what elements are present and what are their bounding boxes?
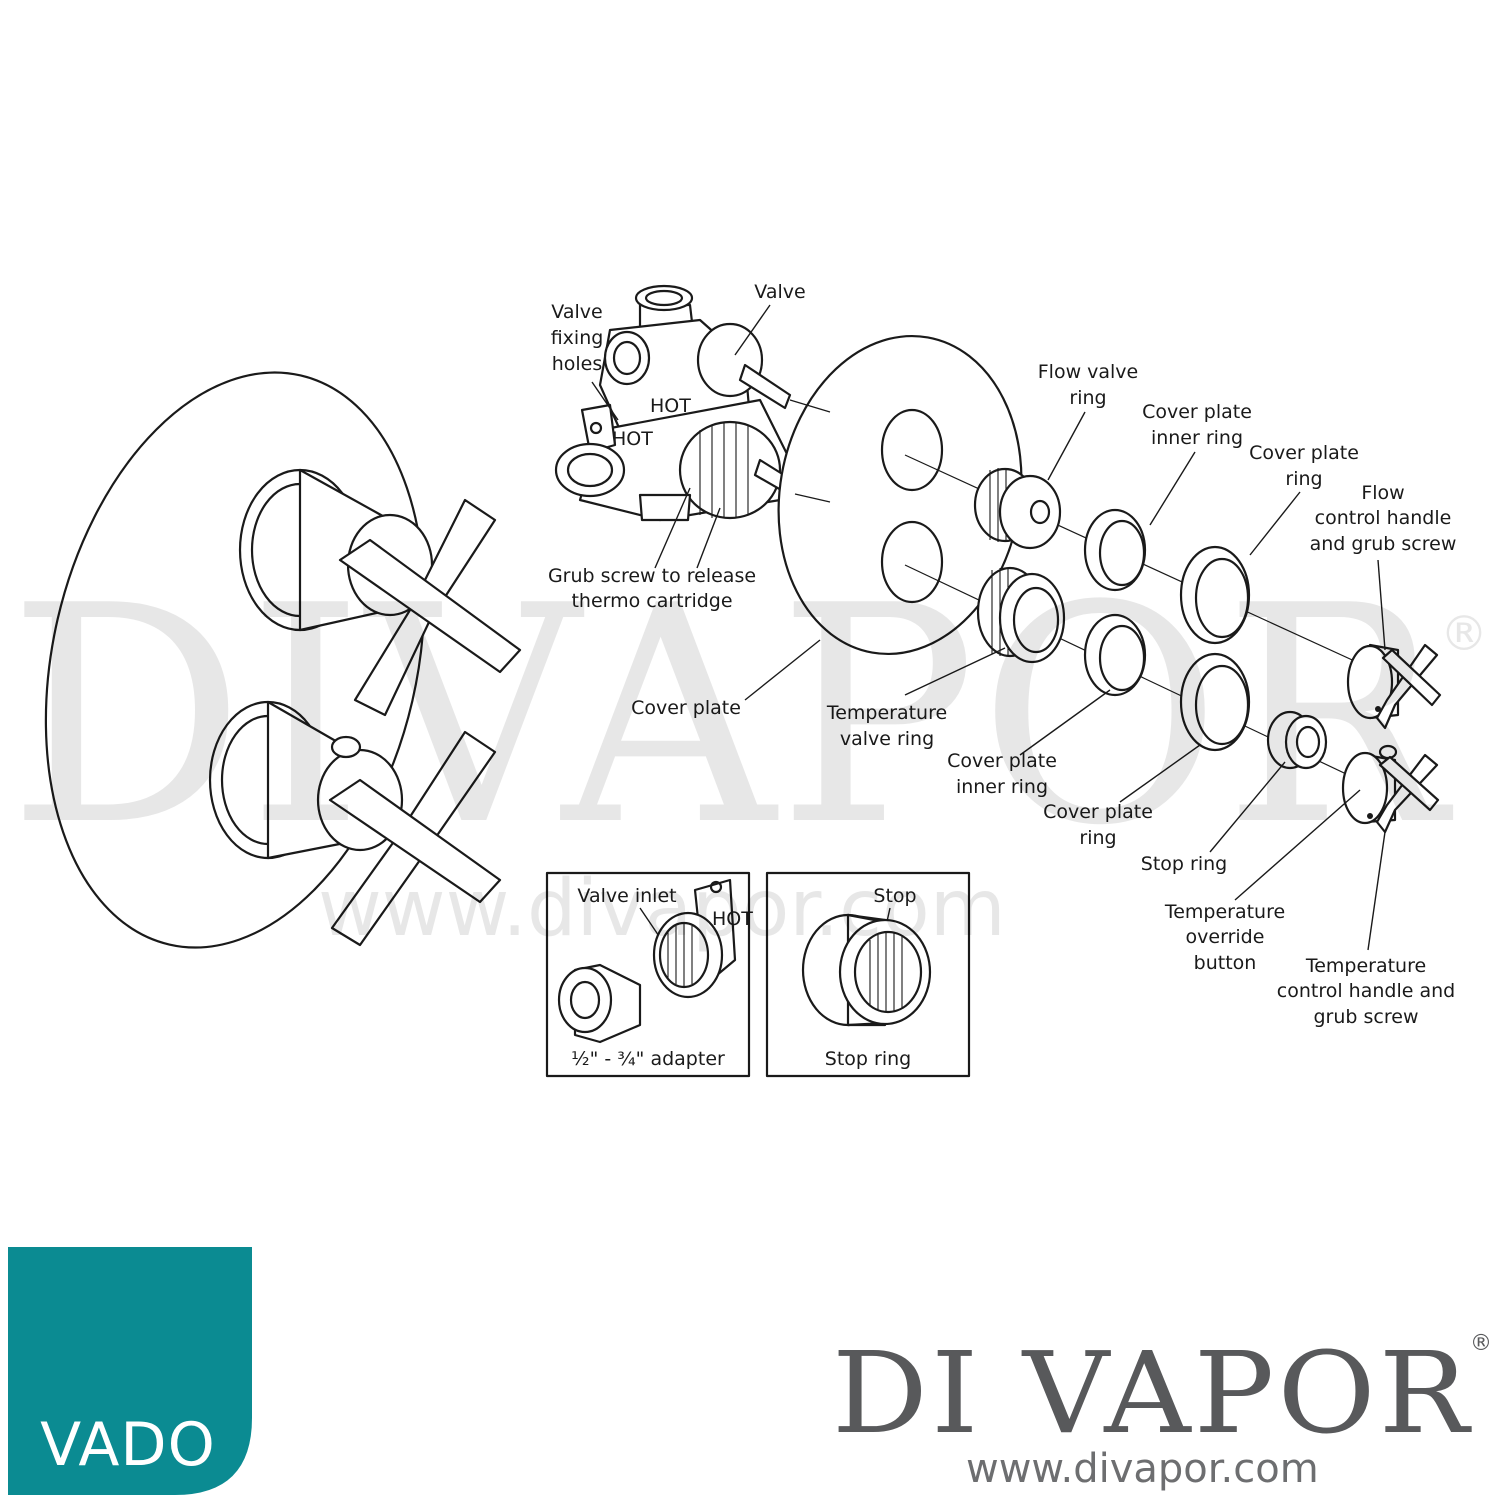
label-cp-ring-top-1: Cover plate xyxy=(1249,442,1359,464)
inset-stop-ring-label: Stop ring xyxy=(825,1048,911,1070)
label-stop-ring: Stop ring xyxy=(1141,853,1227,875)
flow-valve-ring xyxy=(973,467,1062,550)
label-temp-valve-ring-2: valve ring xyxy=(840,728,934,750)
label-flow-valve-ring-1: Flow valve xyxy=(1038,361,1139,383)
vado-logo: VADO xyxy=(8,1247,252,1495)
assembled-temperature-handle xyxy=(208,700,502,947)
label-valve: Valve xyxy=(754,281,805,303)
inset-stop-label: Stop xyxy=(873,885,916,907)
label-cp-inner-top-1: Cover plate xyxy=(1142,401,1252,423)
assembled-valve xyxy=(44,371,522,949)
stop-ring-part xyxy=(1266,710,1328,770)
inset-stop-ring: Stop Stop ring xyxy=(765,871,971,1078)
inset-adapter: Valve inlet HOT ½" - ¾" adapter xyxy=(545,871,753,1078)
label-valve-fixing-2: fixing xyxy=(551,327,604,349)
vado-logo-text: VADO xyxy=(40,1410,216,1480)
callout-labels: Valve Valve fixing holes Grub screw to r… xyxy=(548,281,1456,1028)
cover-plate-lower-hole xyxy=(880,520,944,604)
label-valve-fixing-1: Valve xyxy=(551,301,602,323)
label-valve-fixing-3: holes xyxy=(552,353,603,375)
label-cp-ring-bottom-2: ring xyxy=(1079,827,1116,849)
divapor-brand: DI VAPOR ® www.divapor.com xyxy=(832,1329,1492,1492)
flow-control-handle xyxy=(1346,643,1442,730)
watermark-url: www.divapor.com xyxy=(318,864,1006,954)
cover-plate-inner-ring-upper xyxy=(1083,508,1147,592)
label-grub-screw-2: thermo cartridge xyxy=(571,590,732,612)
label-cp-inner-top-2: inner ring xyxy=(1151,427,1243,449)
temperature-control-handle xyxy=(1341,744,1440,834)
cover-plate-inner-ring-lower xyxy=(1083,613,1147,697)
brand-name: DI VAPOR xyxy=(832,1329,1473,1459)
label-cover-plate: Cover plate xyxy=(631,697,741,719)
inset-valve-inlet-label: Valve inlet xyxy=(577,885,676,907)
label-flow-handle-2: control handle xyxy=(1315,507,1452,529)
label-temp-handle-3: grub screw xyxy=(1314,1006,1419,1028)
cover-plate-ring-upper xyxy=(1179,545,1251,645)
label-override-2: override xyxy=(1186,926,1265,948)
label-cp-inner-bottom-2: inner ring xyxy=(956,776,1048,798)
brand-registered: ® xyxy=(1470,1331,1492,1356)
label-flow-handle-3: and grub screw xyxy=(1310,533,1457,555)
temperature-valve-ring xyxy=(976,566,1066,664)
label-cp-inner-bottom-1: Cover plate xyxy=(947,750,1057,772)
label-grub-screw-1: Grub screw to release xyxy=(548,565,756,587)
valve-stamp-upper: HOT xyxy=(650,395,691,417)
label-temp-valve-ring-1: Temperature xyxy=(826,702,947,724)
label-flow-handle-1: Flow xyxy=(1361,482,1404,504)
label-temp-handle-2: control handle and xyxy=(1277,980,1455,1002)
watermark-name: DIVAPOR xyxy=(8,542,1454,891)
assembled-flow-handle xyxy=(238,468,522,717)
cover-plate-upper-hole xyxy=(880,408,944,492)
cover-plate-ring-lower xyxy=(1179,652,1251,752)
label-cp-ring-bottom-1: Cover plate xyxy=(1043,801,1153,823)
inset-stamp: HOT xyxy=(712,908,753,930)
label-flow-valve-ring-2: ring xyxy=(1069,387,1106,409)
label-override-3: button xyxy=(1194,952,1257,974)
leader-lines xyxy=(591,304,1386,951)
inset-adapter-label: ½" - ¾" adapter xyxy=(571,1048,725,1070)
valve-body: HOT HOT xyxy=(554,284,802,522)
cover-plate xyxy=(777,334,1023,656)
valve-stamp-lower: HOT xyxy=(612,428,653,450)
label-temp-handle-1: Temperature xyxy=(1305,955,1426,977)
label-cp-ring-top-2: ring xyxy=(1285,468,1322,490)
watermark: DIVAPOR ® www.divapor.com xyxy=(8,542,1488,954)
label-override-1: Temperature xyxy=(1164,901,1285,923)
brand-url: www.divapor.com xyxy=(966,1446,1319,1492)
watermark-registered: ® xyxy=(1440,606,1488,662)
